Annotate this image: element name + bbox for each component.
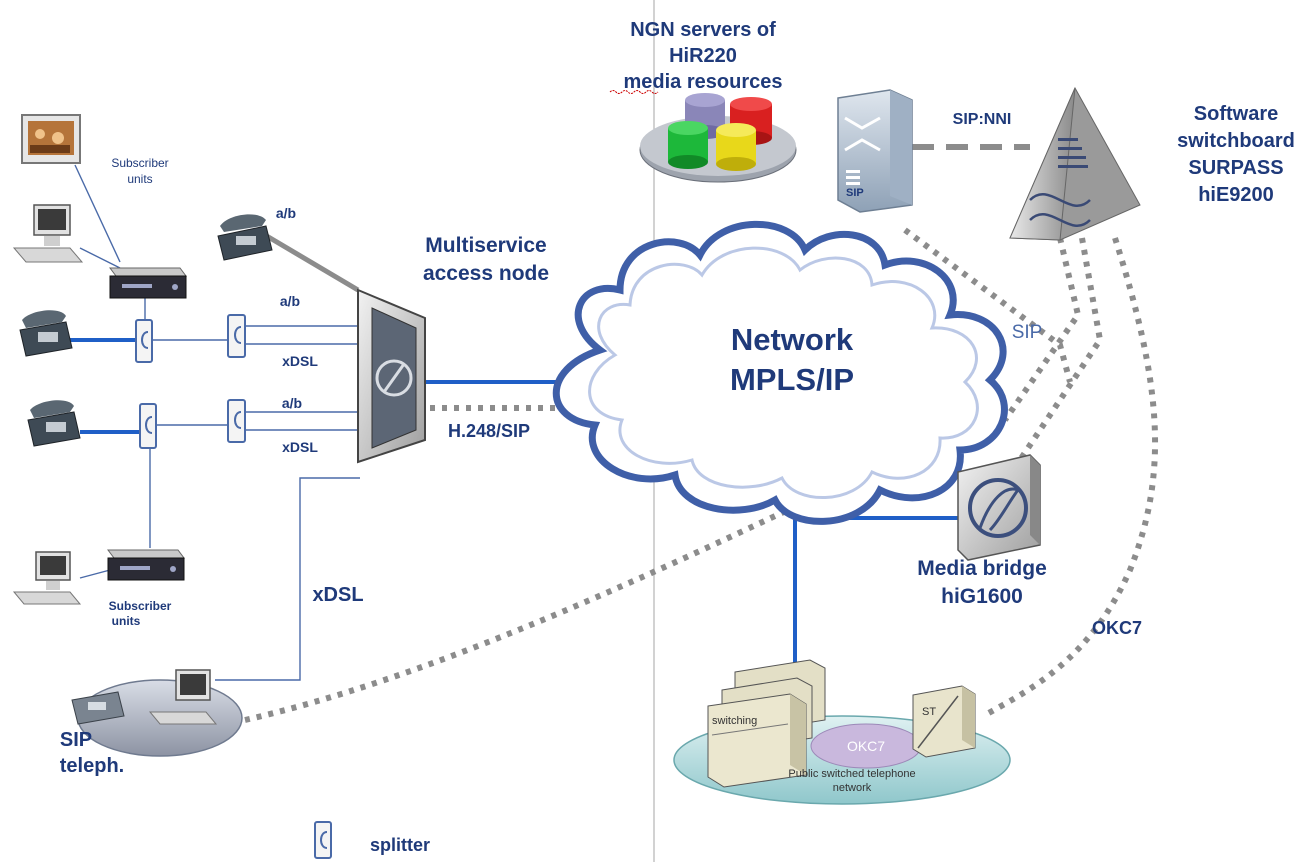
sip-nni-label: SIP:NNI [953, 111, 1012, 128]
cloud-inner-outline [588, 246, 979, 499]
desktop-computer-icon [12, 551, 82, 605]
ab-label-1: a/b [280, 293, 300, 309]
desktop-computer-icon [148, 669, 218, 725]
pc-stb-line-2 [79, 569, 111, 579]
software-switchboard-line-1: Software [1194, 103, 1278, 125]
media-server-disk-icon [639, 93, 797, 183]
splitter-icon [139, 403, 157, 449]
okc7-link-label: OKC7 [1092, 618, 1142, 638]
sip-server-icon [837, 89, 913, 213]
switching-tag: switching [712, 715, 757, 727]
network-label-line-2: MPLS/IP [730, 362, 854, 397]
media-bridge-line-1: Media bridge [917, 557, 1047, 580]
pstn-label-line-1: Public switched telephone [788, 768, 915, 780]
splitter-icon [227, 399, 246, 443]
access-node-label-line-2: access node [423, 262, 549, 285]
softswitch-pyramid-icon [1009, 86, 1141, 241]
tv-monitor-icon [21, 114, 81, 164]
access-lines [74, 164, 360, 681]
network-cloud [552, 220, 1008, 525]
cloud-outline [552, 220, 1008, 525]
okc7-signal-link [983, 237, 1159, 718]
sip-telephony-group [71, 669, 243, 757]
telephone-icon [71, 691, 125, 725]
network-label-line-1: Network [731, 322, 854, 357]
sip-link-pyramid [1002, 237, 1082, 422]
ab-top-line [263, 232, 360, 293]
subscriber-units-top-line-1: Subscriber [111, 156, 168, 170]
signal-transfer-point-icon [912, 685, 976, 758]
ab-top-label: a/b [276, 205, 296, 221]
signaling-links [244, 227, 1159, 723]
tv-stb-line [74, 164, 121, 263]
access-node-icon [357, 288, 426, 464]
st-tag: ST [922, 706, 936, 718]
disk-yellow [716, 123, 756, 171]
ngn-title-line-3: media resources [624, 71, 783, 93]
media-bridge-line-2: hiG1600 [941, 585, 1023, 608]
subscriber-units-top-line-2: units [127, 172, 152, 186]
switching-exchange-icon [707, 659, 826, 788]
pstn-label-line-2: network [833, 782, 872, 794]
xdsl-vertical-label: xDSL [312, 584, 363, 606]
sip-teleph-link [244, 487, 832, 723]
sip-server-tag: SIP [846, 187, 864, 199]
subscriber-units-bottom-line-1: Subscriber [109, 599, 172, 613]
ngn-title-line-2: HiR220 [669, 45, 737, 67]
sip-link-label: SIP [1012, 322, 1043, 343]
disk-green [668, 121, 708, 169]
software-switchboard-line-4: hiE9200 [1198, 184, 1274, 206]
software-switchboard-line-2: switchboard [1177, 130, 1295, 152]
telephone-icon [19, 310, 73, 357]
ngn-title-line-1: NGN servers of [630, 19, 776, 41]
pc-stb-line [79, 247, 121, 269]
set-top-box-icon [107, 549, 185, 581]
sip-teleph-line-2: teleph. [60, 755, 124, 777]
ab-label-2: a/b [282, 395, 302, 411]
desktop-computer-icon [12, 204, 84, 263]
splitter-icon [227, 314, 246, 358]
xdsl-vertical-line [215, 477, 360, 681]
media-gateway-icon [957, 454, 1041, 561]
software-switchboard-line-3: SURPASS [1188, 157, 1283, 179]
splitter-legend-icon [314, 821, 332, 859]
sip-link-server [903, 227, 1073, 383]
telephone-icon [217, 214, 273, 261]
xdsl-label-2: xDSL [282, 439, 318, 455]
splitter-icon [135, 319, 153, 363]
spellcheck-underline [609, 90, 659, 94]
transport-links [70, 338, 958, 675]
xdsl-label-1: xDSL [282, 353, 318, 369]
access-node-label-line-1: Multiservice [425, 234, 546, 257]
h248-label: H.248/SIP [448, 421, 530, 441]
telephone-icon [27, 400, 81, 447]
splitter-legend-label: splitter [370, 835, 430, 855]
subscriber-units-bottom-line-2: units [112, 614, 141, 628]
set-top-box-icon [109, 267, 187, 299]
sip-teleph-line-1: SIP [60, 729, 92, 751]
okc7-cloud-label: OKC7 [847, 738, 885, 754]
pstn-group [673, 659, 1011, 805]
